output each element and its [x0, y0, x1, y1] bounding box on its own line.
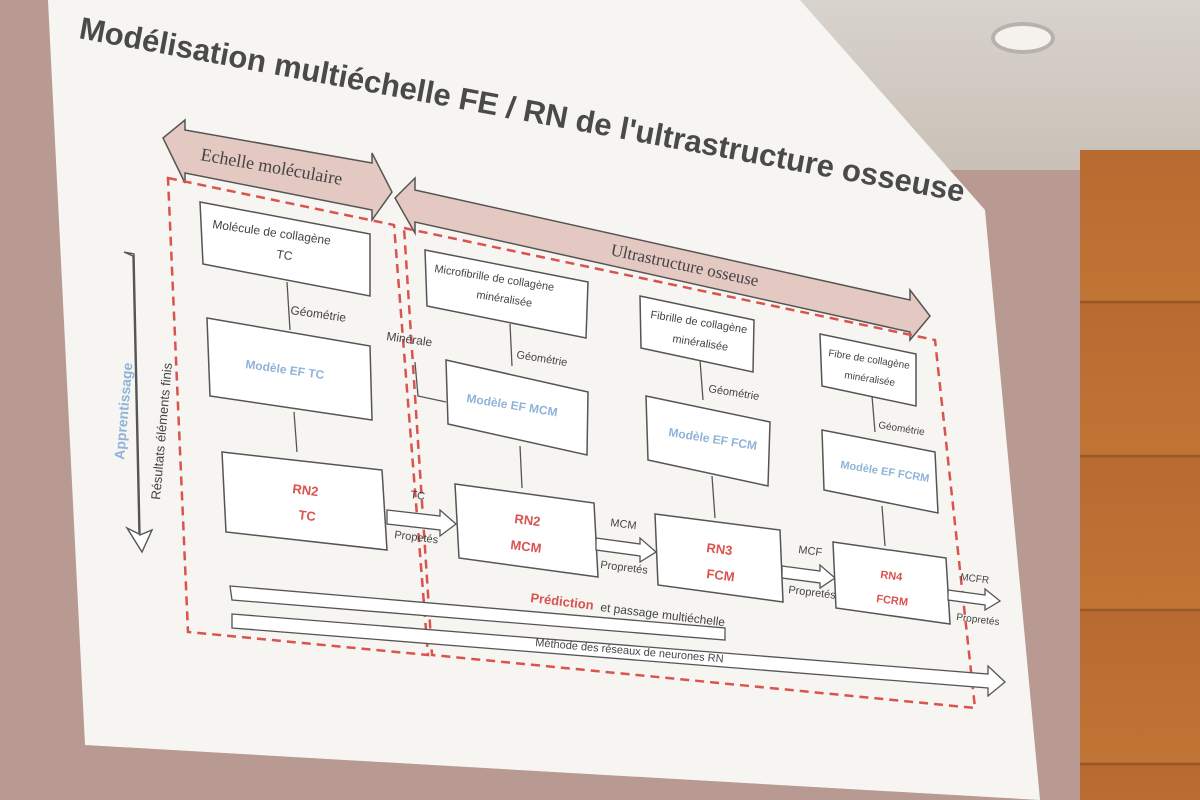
- box-ef-fcm: [645, 395, 771, 487]
- learning-arrow: [123, 251, 154, 554]
- mineral-label: Minérale: [386, 329, 434, 349]
- properties-label-2: Propretés: [600, 559, 649, 577]
- box-ef-fcrm: [821, 429, 939, 514]
- ultrastructure-region: [402, 226, 977, 710]
- mcm-label: MCM: [610, 517, 638, 532]
- box-rn2-tc-line1: RN2: [292, 481, 320, 499]
- box-fibre: [819, 333, 917, 407]
- box-rn4-line1: RN4: [880, 569, 904, 584]
- box-ef-tc: [206, 317, 373, 421]
- arrow-mcm-fcm: [595, 536, 658, 564]
- box-rn3-fcm: [654, 513, 784, 603]
- box-rn2-mcm-line1: RN2: [514, 511, 542, 529]
- mcf-label: MCF: [798, 544, 823, 559]
- properties-label-4: Propretés: [956, 612, 1000, 628]
- arrow-fcm-fcrm: [781, 563, 837, 590]
- box-rn2-tc-line2: TC: [298, 507, 318, 524]
- arrow-tc-mcm: [386, 508, 458, 538]
- box-rn4-line2: FCRM: [876, 593, 909, 609]
- molecular-scale-arrow: [162, 118, 393, 223]
- box-microfibril: [424, 249, 589, 339]
- properties-label-1: Propetés: [394, 529, 440, 546]
- box-molecule-tc-line2: TC: [276, 247, 294, 263]
- arrow-fcrm-out: [947, 587, 1002, 612]
- box-rn3-line1: RN3: [706, 540, 734, 558]
- box-molecule-tc: [199, 201, 371, 297]
- molecular-region: [166, 176, 430, 657]
- box-ef-mcm: [445, 359, 589, 456]
- box-rn4-fcrm: [832, 541, 951, 625]
- box-fibril: [639, 295, 755, 373]
- ceiling-light: [995, 26, 1051, 50]
- box-rn3-line2: FCM: [706, 566, 736, 584]
- box-rn2-tc: [221, 451, 388, 551]
- wood-wall-panel: [1080, 150, 1200, 800]
- mcfr-label: MCFR: [960, 572, 990, 586]
- box-rn2-mcm-line2: MCM: [510, 537, 543, 556]
- prediction-bar: [229, 585, 726, 641]
- properties-label-3: Propretés: [788, 584, 837, 602]
- tc-label: TC: [410, 489, 426, 503]
- ultrastructure-scale-arrow: [394, 176, 931, 343]
- box-rn2-mcm: [454, 483, 599, 578]
- rn-method-arrow: [231, 613, 1006, 698]
